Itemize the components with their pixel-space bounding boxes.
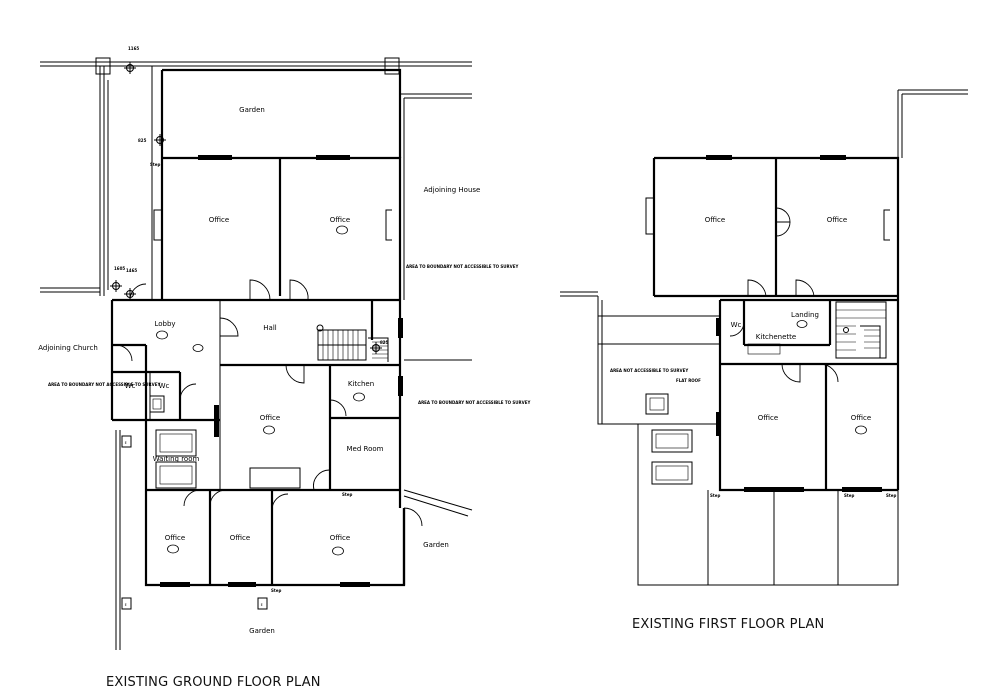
- label-ff-office-2: Office: [827, 216, 847, 224]
- step-2: Step: [342, 492, 353, 497]
- ground-floor-plan: Garden Office Office Adjoining House Adj…: [38, 46, 530, 690]
- label-office-bl: Office: [165, 534, 185, 542]
- ff-step-3: Step: [886, 493, 897, 498]
- first-floor-plan: Office Office Landing Wc Kitchenette Off…: [560, 89, 968, 632]
- level-3: 1465: [126, 268, 137, 273]
- label-ff-office-4: Office: [851, 414, 871, 422]
- label-kitchenette: Kitchenette: [756, 333, 796, 341]
- level-4: 1605: [114, 266, 125, 271]
- label-wc-1: Wc: [125, 382, 136, 390]
- ground-stairs: [316, 324, 389, 362]
- ground-room-tags: [121, 225, 365, 610]
- label-hall: Hall: [263, 324, 276, 332]
- label-office-br: Office: [330, 534, 350, 542]
- note-boundary-mid: AREA TO BOUNDARY NOT ACCESSIBLE TO SURVE…: [418, 400, 530, 405]
- label-waiting-room: Waiting room: [153, 455, 200, 463]
- title-ground-floor: EXISTING GROUND FLOOR PLAN: [106, 675, 321, 690]
- label-med-room: Med Room: [347, 445, 384, 453]
- step-1: Step: [150, 162, 161, 167]
- label-garden-top: Garden: [239, 106, 265, 114]
- level-2: 825: [138, 138, 147, 143]
- label-ff-office-3: Office: [758, 414, 778, 422]
- title-first-floor: EXISTING FIRST FLOOR PLAN: [632, 617, 824, 632]
- step-3: Step: [271, 588, 282, 593]
- label-garden-bottom: Garden: [249, 627, 275, 635]
- label-wc-2: Wc: [159, 382, 170, 390]
- ff-step-1: Step: [710, 493, 721, 498]
- survey-markers: [110, 62, 382, 354]
- level-5: 825: [380, 340, 389, 345]
- label-office-2: Office: [330, 216, 350, 224]
- label-flat-roof: FLAT ROOF: [676, 378, 701, 383]
- label-office-bm: Office: [230, 534, 250, 542]
- level-1: 1165: [128, 46, 139, 51]
- label-office-1: Office: [209, 216, 229, 224]
- label-garden-right: Garden: [423, 541, 449, 549]
- label-adjoining-church: Adjoining Church: [38, 344, 98, 352]
- label-lobby: Lobby: [154, 320, 175, 328]
- label-ff-office-1: Office: [705, 216, 725, 224]
- tag-e2: E: [125, 603, 127, 607]
- tag-e1: E: [125, 441, 127, 445]
- first-stairs: [835, 301, 887, 359]
- note-boundary-right: AREA TO BOUNDARY NOT ACCESSIBLE TO SURVE…: [406, 264, 518, 269]
- ff-step-2: Step: [844, 493, 855, 498]
- label-kitchen: Kitchen: [348, 380, 374, 388]
- note-ff-area: AREA NOT ACCESSIBLE TO SURVEY: [610, 368, 688, 373]
- tag-e3: E: [261, 603, 263, 607]
- label-office-mid: Office: [260, 414, 280, 422]
- label-adjoining-house: Adjoining House: [424, 186, 481, 194]
- note-boundary-left: AREA TO BOUNDARY NOT ACCESSIBLE TO SURVE…: [48, 382, 160, 387]
- label-ff-wc: Wc: [731, 321, 742, 329]
- label-landing: Landing: [791, 311, 819, 319]
